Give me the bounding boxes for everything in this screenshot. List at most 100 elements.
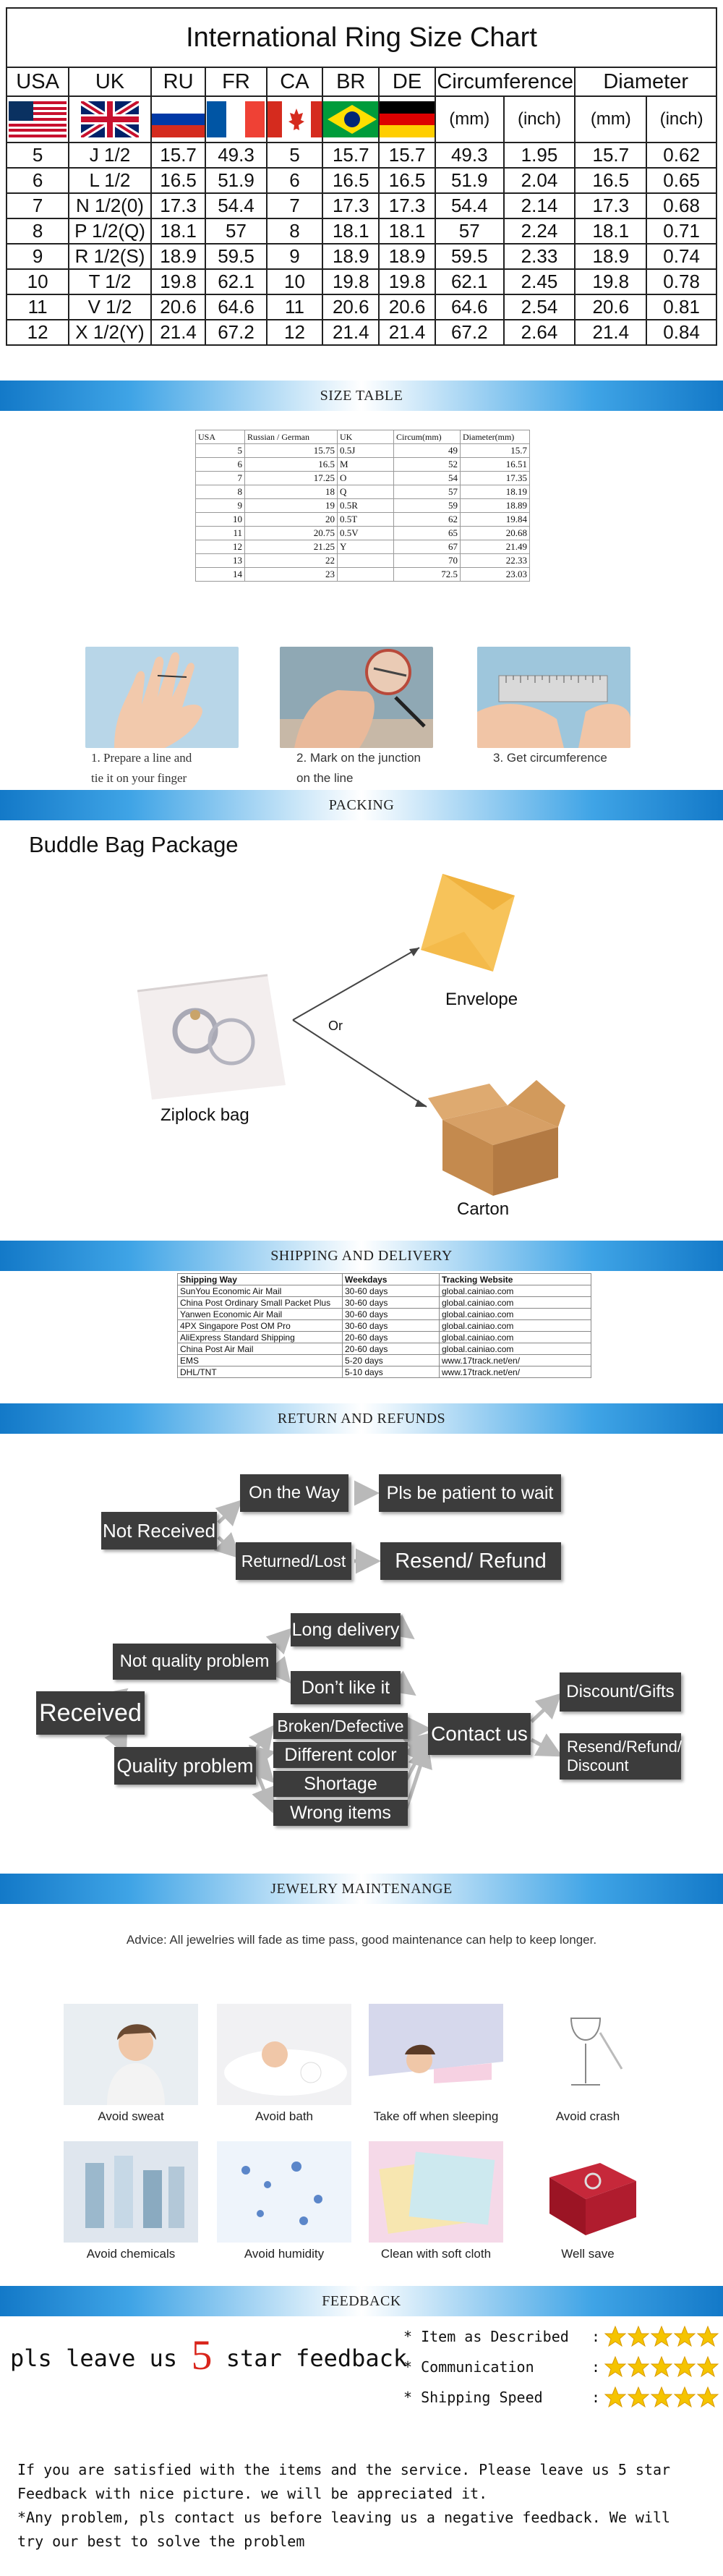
shipping-header-cell: Tracking Website	[439, 1273, 591, 1285]
ring-table-cell: 64.6	[205, 294, 268, 320]
ring-table-cell: 6	[265, 167, 324, 194]
feedback-rating-label: * Item as Described	[403, 2328, 569, 2345]
size-table-cell: 10	[195, 512, 245, 527]
size-table-cell: 22.33	[460, 553, 530, 568]
size-table-cell: 11	[195, 526, 245, 540]
ring-table-cell: 15.7	[574, 142, 648, 169]
unit-dia-inch: (inch)	[646, 95, 717, 143]
shipping-cell: 20-60 days	[342, 1331, 440, 1343]
size-table-cell: 49	[393, 443, 461, 458]
flow-not-quality: Not quality problem	[113, 1644, 276, 1680]
ring-table-cell: 9	[265, 243, 324, 270]
shipping-cell: global.cainiao.com	[439, 1308, 591, 1320]
envelope-label: Envelope	[445, 990, 518, 1009]
size-table-cell: 5	[195, 443, 245, 458]
shipping-cell: global.cainiao.com	[439, 1296, 591, 1309]
size-table-cell: 20.75	[244, 526, 338, 540]
feedback-five: 5	[191, 2331, 213, 2379]
ring-table-cell: 2.04	[502, 167, 576, 194]
maintenance-caption: Avoid humidity	[244, 2247, 325, 2261]
brazil-flag-icon	[324, 101, 378, 137]
ring-table-cell: X 1/2(Y)	[68, 319, 152, 346]
size-table-cell: 13	[195, 553, 245, 568]
returns-bar: RETURN AND REFUNDS	[0, 1403, 723, 1434]
ring-table-cell: 19.8	[378, 268, 436, 295]
shipping-cell: 5-10 days	[342, 1366, 440, 1378]
shipping-cell: Yanwen Economic Air Mail	[177, 1308, 343, 1320]
ring-table-cell: 18.9	[322, 243, 380, 270]
ring-table-cell: 12	[5, 319, 70, 346]
star-icon	[651, 2326, 673, 2347]
ring-table-cell: 17.3	[322, 192, 380, 219]
shipping-cell: global.cainiao.com	[439, 1285, 591, 1297]
flow-wrong-items: Wrong items	[273, 1800, 408, 1826]
packing-or: Or	[328, 1019, 343, 1033]
feedback-paragraph: If you are satisfied with the items and …	[17, 2458, 704, 2554]
size-table-cell: 14	[195, 567, 245, 582]
ring-table-cell: 16.5	[378, 167, 436, 194]
step2-caption-line1: 2. Mark on the junction	[296, 751, 421, 765]
ring-table-cell: 21.4	[378, 319, 436, 346]
sleeping-image	[369, 2004, 503, 2105]
soft-cloth-image	[369, 2141, 503, 2243]
col-header-usa: USA	[5, 67, 70, 97]
size-table-cell: 9	[195, 498, 245, 513]
size-table-cell: O	[337, 471, 394, 485]
star-icon	[628, 2326, 650, 2347]
size-table-cell: 19.84	[460, 512, 530, 527]
ring-table-cell: 49.3	[434, 142, 505, 169]
ring-table-cell: 20.6	[322, 294, 380, 320]
ring-table-cell: 51.9	[434, 167, 505, 194]
ring-table-cell: 54.4	[205, 192, 268, 219]
size-table-cell: 19	[244, 498, 338, 513]
carton-label: Carton	[457, 1199, 510, 1219]
maintenance-caption: Clean with soft cloth	[380, 2247, 492, 2261]
feedback-stars	[604, 2386, 719, 2408]
ring-table-cell: 21.4	[574, 319, 648, 346]
ring-size-chart: International Ring Size Chart USA UK RU …	[5, 7, 717, 346]
ring-table-cell: 21.4	[150, 319, 207, 346]
size-table-cell: Y	[337, 540, 394, 554]
ring-table-cell: 18.1	[574, 218, 648, 245]
ring-table-cell: 2.24	[502, 218, 576, 245]
star-icon	[604, 2386, 627, 2408]
size-table-cell: 20.68	[460, 526, 530, 540]
feedback-lead-before: pls leave us	[10, 2345, 192, 2372]
flow-returned-lost: Returned/Lost	[236, 1542, 351, 1580]
feedback-lead-after: star feedback	[212, 2345, 408, 2372]
shipping-header-cell: Weekdays	[342, 1273, 440, 1285]
ring-table-cell: 19.8	[574, 268, 648, 295]
feedback-rating-label: * Shipping Speed	[403, 2389, 543, 2406]
col-header-fr: FR	[205, 67, 268, 97]
maintenance-caption: Avoid crash	[555, 2109, 620, 2123]
ring-table-cell: 15.7	[378, 142, 436, 169]
ring-table-cell: 15.7	[150, 142, 207, 169]
feedback-rating-row: * Communication:	[403, 2354, 719, 2380]
ring-table-cell: 17.3	[150, 192, 207, 219]
ring-table-cell: N 1/2(0)	[68, 192, 152, 219]
ring-table-cell: 2.64	[502, 319, 576, 346]
size-table-cell: 57	[393, 485, 461, 499]
ring-size-table: USA UK RU FR CA BR DE Circumference Diam…	[5, 67, 717, 346]
step1-caption-line1: 1. Prepare a line and	[91, 751, 192, 765]
size-table-cell: 0.5J	[337, 443, 394, 458]
shipping-cell: global.cainiao.com	[439, 1331, 591, 1343]
size-table-cell: 18.89	[460, 498, 530, 513]
flow-be-patient: Pls be patient to wait	[379, 1474, 561, 1512]
france-flag-icon	[207, 101, 265, 137]
star-icon	[628, 2356, 650, 2378]
flow-received: Received	[36, 1691, 145, 1735]
feedback-rating-sep: :	[591, 2389, 601, 2406]
shipping-cell: China Post Air Mail	[177, 1343, 343, 1355]
ring-table-cell: 54.4	[434, 192, 505, 219]
feedback-paragraph-2: *Any problem, pls contact us before leav…	[17, 2509, 671, 2550]
shipping-cell: SunYou Economic Air Mail	[177, 1285, 343, 1297]
